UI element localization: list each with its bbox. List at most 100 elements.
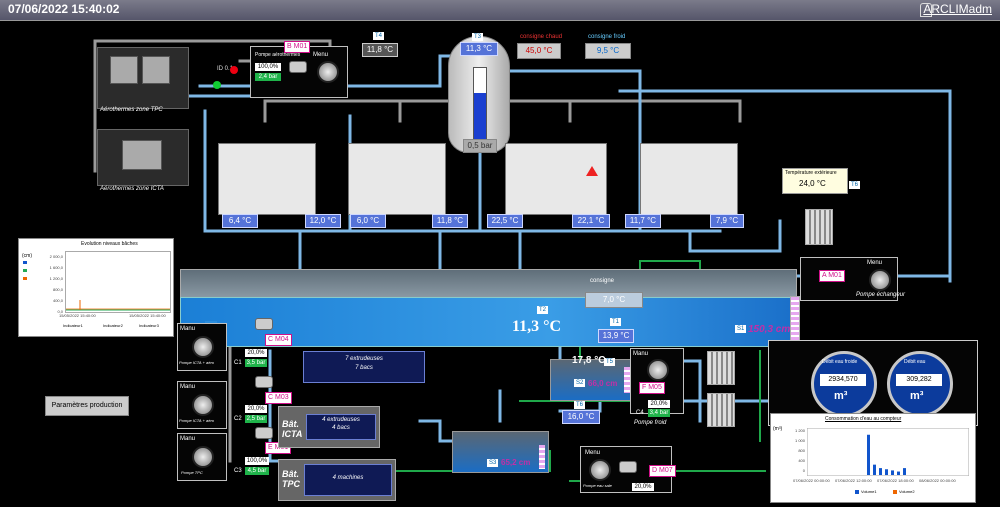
- tpc-building-label: Bât. TPC: [282, 469, 300, 489]
- consumption-chart-panel[interactable]: Consommation d'eau au compteur (m³) 1 20…: [770, 413, 976, 503]
- middle-tank-temp: 17,8 °C: [572, 355, 606, 366]
- consumption-legend-1: Volume1: [861, 489, 877, 494]
- middle-tank-level: 66,0 cm: [588, 379, 618, 388]
- legend-swatch: [23, 277, 27, 280]
- level-graph-plot: [65, 251, 171, 313]
- aero-pump-percent: 100,0%: [255, 63, 281, 71]
- icta-extrudeuses[interactable]: 4 extrudeuses 4 bacs: [306, 414, 376, 440]
- icta-pump2[interactable]: [255, 376, 273, 388]
- valve-green-icon[interactable]: [213, 81, 221, 89]
- consumption-legend-2: Volume2: [899, 489, 915, 494]
- level-graph-legend-2: Indicateur2: [103, 323, 123, 328]
- ytick-label: 1 200,0: [49, 276, 63, 281]
- cold-pump-gauge-icon[interactable]: [647, 359, 669, 381]
- aerotherm-icta[interactable]: [97, 129, 189, 186]
- level-graph-panel[interactable]: Evolution niveaux bâches (cm) 2 000,0 1 …: [18, 238, 174, 337]
- heat-exchanger-mid[interactable]: [707, 351, 735, 385]
- consumption-bar: [879, 468, 882, 475]
- basin-s1-tag: S1: [735, 325, 747, 333]
- chiller-4-out: 7,9 °C: [710, 214, 744, 228]
- main-basin[interactable]: [180, 297, 797, 347]
- right-counter-unit: m³: [910, 390, 924, 402]
- tpc-pump-code: C3: [234, 468, 242, 474]
- chiller-2[interactable]: [348, 143, 446, 215]
- icta-pump1-panel: Manu Pompe ICTA + aéro: [177, 323, 227, 371]
- right-flow-counter[interactable]: Débit eau 309,282 m³: [887, 351, 953, 417]
- icta-pump1-gauge-icon[interactable]: [192, 336, 214, 358]
- legend-swatch: [23, 269, 27, 272]
- middle-tank-gauge: [624, 367, 630, 393]
- chiller-1[interactable]: [218, 143, 316, 215]
- legend-swatch: [23, 261, 27, 264]
- bottom-tank-gauge: [539, 445, 545, 469]
- tower-pressure: 0,5 bar: [463, 139, 497, 153]
- tpc-machines[interactable]: 4 machines: [304, 464, 392, 496]
- extrudeuses-line2: 7 bacs: [355, 365, 373, 371]
- chiller-4[interactable]: [640, 143, 738, 215]
- left-counter-unit: m³: [834, 390, 848, 402]
- warning-icon[interactable]: [586, 166, 598, 176]
- icta-pump1[interactable]: [255, 318, 273, 330]
- consigne-chaud-value[interactable]: 45,0 °C: [517, 43, 561, 59]
- chiller-3-out: 22,1 °C: [572, 214, 610, 228]
- icta-pump1-pct: 20,0%: [245, 349, 267, 357]
- dirty-water-gauge-icon[interactable]: [589, 459, 611, 481]
- cold-pump-pct: 20,0%: [648, 400, 670, 408]
- icta-pump2-label: Pompe ICTA + aéro: [179, 418, 215, 423]
- level-graph-legend-3: Indicateur3: [139, 323, 159, 328]
- ytick-label: 0,0: [57, 309, 63, 314]
- datetime: 07/06/2022 15:40:02: [8, 2, 120, 16]
- consumption-bar: [867, 434, 870, 475]
- consumption-bar: [885, 469, 888, 475]
- production-parameters-button[interactable]: Paramètres production: [45, 396, 129, 416]
- menu-label: Manu: [180, 384, 196, 390]
- icta-pump2-panel: Manu Pompe ICTA + aéro: [177, 381, 227, 429]
- heat-exchanger-top[interactable]: [805, 209, 833, 245]
- basin-level-gauge: [790, 296, 800, 346]
- user-link[interactable]: ARCLIMadm: [923, 2, 992, 16]
- icta-building-label: Bât. ICTA: [282, 419, 302, 439]
- tank-level-fill: [474, 93, 486, 143]
- ytick-label: 1 000: [794, 438, 805, 443]
- consigne-froid-value[interactable]: 9,5 °C: [585, 43, 631, 59]
- icta-bacs-label: 4 bacs: [332, 425, 350, 431]
- consumption-x-3: 07/06/2022 18:00:00: [877, 478, 914, 483]
- cold-pump-label: Pompe froid: [634, 420, 667, 426]
- aerotherm-unit: [110, 56, 138, 84]
- tpc-pump-gauge-icon[interactable]: [192, 446, 214, 468]
- icta-pump1-tag: C M04: [265, 334, 292, 346]
- user-icon[interactable]: [920, 3, 932, 17]
- chiller-3[interactable]: [505, 143, 607, 215]
- t6-tag: T6: [574, 401, 586, 409]
- consumption-yticks: 1 200 1 000 800 400 0: [781, 426, 805, 476]
- aero-pump[interactable]: [289, 61, 307, 73]
- bottom-tank[interactable]: [452, 431, 549, 473]
- heat-exchanger-low[interactable]: [707, 393, 735, 427]
- consigne-chaud-label: consigne chaud: [520, 34, 563, 40]
- level-graph-svg: [66, 300, 170, 311]
- legend-swatch: [855, 490, 859, 494]
- basin-consigne-value[interactable]: 7,0 °C: [585, 292, 643, 308]
- consumption-bar: [873, 464, 876, 475]
- valve-red-icon[interactable]: [230, 66, 238, 74]
- icta-pump2-gauge-icon[interactable]: [192, 394, 214, 416]
- dirty-water-tag: D M07: [649, 465, 676, 477]
- cold-pump-tag: F M05: [639, 382, 665, 394]
- tpc-pump[interactable]: [255, 427, 273, 439]
- left-flow-counter[interactable]: Débit eau froide 2934,570 m³: [811, 351, 877, 417]
- aero-pump-label: Pompe aérothermes: [255, 52, 301, 58]
- aerotherm-unit: [122, 140, 162, 170]
- menu-label: Manu: [180, 326, 196, 332]
- basin-top-surface: [180, 269, 797, 299]
- extrudeuses-block[interactable]: 7 extrudeuses 7 bacs: [303, 351, 425, 383]
- dirty-water-pump[interactable]: [619, 461, 637, 473]
- ytick-label: 0: [802, 468, 805, 473]
- aero-pump-gauge-icon[interactable]: [317, 61, 339, 83]
- tpc-pump-panel: Manu Pompe TPC: [177, 433, 227, 481]
- chiller-1-in: 6,4 °C: [222, 214, 258, 228]
- basin-level: 150,3 cm: [748, 324, 791, 335]
- exchanger-gauge-icon[interactable]: [869, 269, 891, 291]
- aerotherm-tpc[interactable]: [97, 47, 189, 109]
- exchanger-menu: Menu: [867, 260, 883, 266]
- consumption-bar: [897, 471, 900, 475]
